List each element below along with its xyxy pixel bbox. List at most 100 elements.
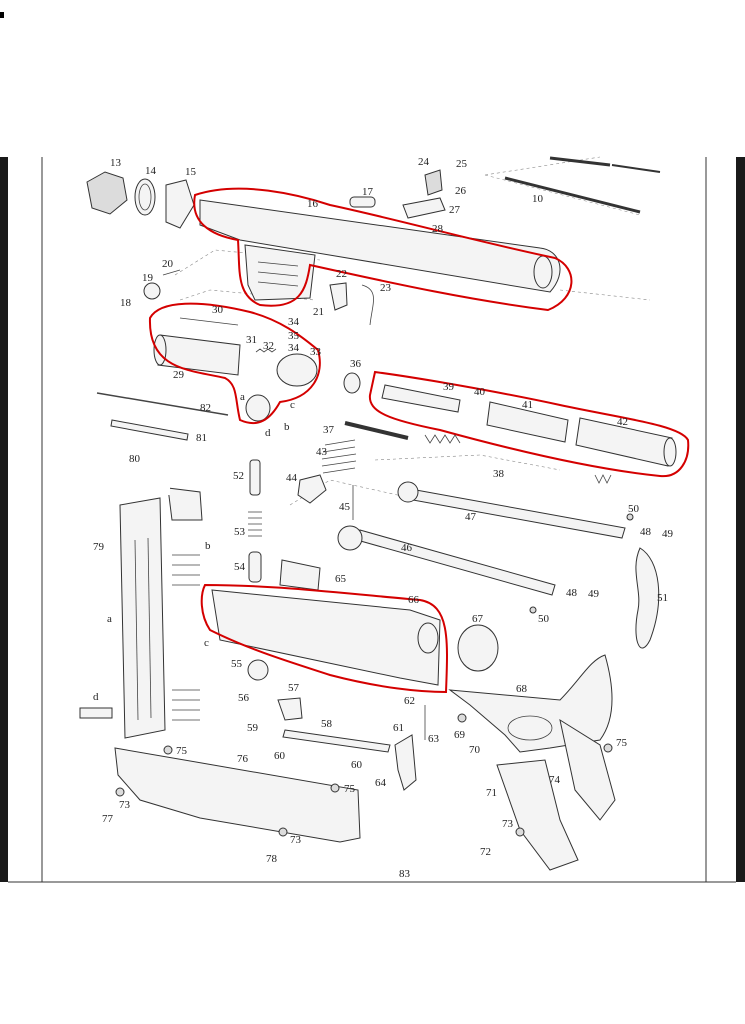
guide-line xyxy=(374,454,561,471)
tube-39 xyxy=(381,384,461,413)
retaining-ring-inner xyxy=(138,183,152,211)
label-p35: 35 xyxy=(288,330,300,342)
magazine-79 xyxy=(119,497,166,739)
label-p30: 30 xyxy=(212,304,224,316)
label-p68: 68 xyxy=(516,683,528,695)
label-p47: 47 xyxy=(465,511,477,523)
label-p31: 31 xyxy=(246,334,257,346)
guide-line xyxy=(484,156,601,176)
spring-53 xyxy=(248,511,262,537)
label-p64: 64 xyxy=(375,777,387,789)
label-p42: 42 xyxy=(617,416,628,428)
label-p51: 51 xyxy=(657,592,668,604)
part-23 xyxy=(361,284,374,326)
label-p59: 59 xyxy=(247,722,259,734)
housing-ring xyxy=(417,622,439,654)
label-p50b: 50 xyxy=(538,613,550,625)
screw xyxy=(626,513,634,521)
left-page-edge xyxy=(0,157,8,882)
receiver-muzzle xyxy=(533,255,553,289)
tube-42-end xyxy=(663,437,677,467)
bolt-tube-29 xyxy=(157,334,241,376)
label-p25: 25 xyxy=(456,158,468,170)
grip-slot xyxy=(257,261,299,267)
label-p37: 37 xyxy=(323,424,335,436)
spring-38 xyxy=(424,434,461,444)
grip-71 xyxy=(496,759,579,871)
label-p60b: 60 xyxy=(351,759,363,771)
label-p60a: 60 xyxy=(274,750,286,762)
highlight-receiver xyxy=(193,187,573,312)
label-mag-d: d xyxy=(93,691,99,703)
highlight-tubes xyxy=(368,370,690,478)
grip-slot xyxy=(257,271,299,277)
label-p55: 55 xyxy=(231,658,243,670)
label-p27: 27 xyxy=(449,204,461,216)
retaining-ring xyxy=(134,178,156,216)
trigger-guard xyxy=(507,715,553,741)
label-p21: 21 xyxy=(313,306,324,318)
label-pd1: d xyxy=(265,427,271,439)
label-mag-a: a xyxy=(107,613,112,625)
label-pa1: a xyxy=(240,391,245,403)
screw xyxy=(163,745,173,755)
label-p28: 28 xyxy=(432,223,444,235)
rod-47-head xyxy=(397,481,419,503)
label-p43: 43 xyxy=(316,446,328,458)
label-p72: 72 xyxy=(480,846,491,858)
label-p74: 74 xyxy=(549,774,561,786)
spring-32 xyxy=(255,348,277,353)
label-p48b: 48 xyxy=(566,587,578,599)
label-p75b: 75 xyxy=(344,783,356,795)
label-p56: 56 xyxy=(238,692,250,704)
cap-67 xyxy=(457,624,499,672)
screw xyxy=(457,713,467,723)
label-p66: 66 xyxy=(408,594,420,606)
tube-42 xyxy=(575,417,673,467)
label-p83: 83 xyxy=(399,868,411,880)
label-mag-c: c xyxy=(204,637,209,649)
rod-82 xyxy=(96,392,229,416)
label-pc1: c xyxy=(290,399,295,411)
label-p53: 53 xyxy=(234,526,246,538)
screw xyxy=(515,827,525,837)
rod-46-eye xyxy=(337,525,363,551)
part-44 xyxy=(297,474,327,504)
label-p78: 78 xyxy=(266,853,278,865)
ring-36 xyxy=(343,372,361,394)
part-57 xyxy=(277,697,303,721)
label-p73a: 73 xyxy=(119,799,131,811)
label-p49b: 49 xyxy=(588,588,600,600)
label-p36: 36 xyxy=(350,358,362,370)
label-p40: 40 xyxy=(474,386,486,398)
guide-line xyxy=(559,289,651,301)
mag-floorplate-d xyxy=(79,707,113,719)
label-p76: 76 xyxy=(237,753,249,765)
bolt-head-33 xyxy=(276,353,318,387)
barrel-nut xyxy=(86,171,128,215)
label-p80: 80 xyxy=(129,453,141,465)
label-p63: 63 xyxy=(428,733,440,745)
label-p67: 67 xyxy=(472,613,484,625)
guide-rod-10 xyxy=(504,176,641,214)
muzzle-collar xyxy=(165,179,195,229)
screw xyxy=(278,827,288,837)
label-p75c: 75 xyxy=(616,737,628,749)
label-p10: 10 xyxy=(532,193,544,205)
label-p17: 17 xyxy=(362,186,374,198)
screw xyxy=(603,743,613,753)
label-p71: 71 xyxy=(486,787,497,799)
spring-20 xyxy=(162,269,181,276)
rear-sight-base xyxy=(402,197,446,219)
mag-spring-c xyxy=(172,554,200,721)
label-p61: 61 xyxy=(393,722,404,734)
label-p23: 23 xyxy=(380,282,392,294)
label-p70: 70 xyxy=(469,744,481,756)
label-p82: 82 xyxy=(200,402,211,414)
label-p14: 14 xyxy=(145,165,157,177)
label-p52: 52 xyxy=(233,470,244,482)
mag-groove xyxy=(134,539,139,721)
label-p33: 33 xyxy=(310,346,322,358)
tube-41 xyxy=(486,401,569,443)
